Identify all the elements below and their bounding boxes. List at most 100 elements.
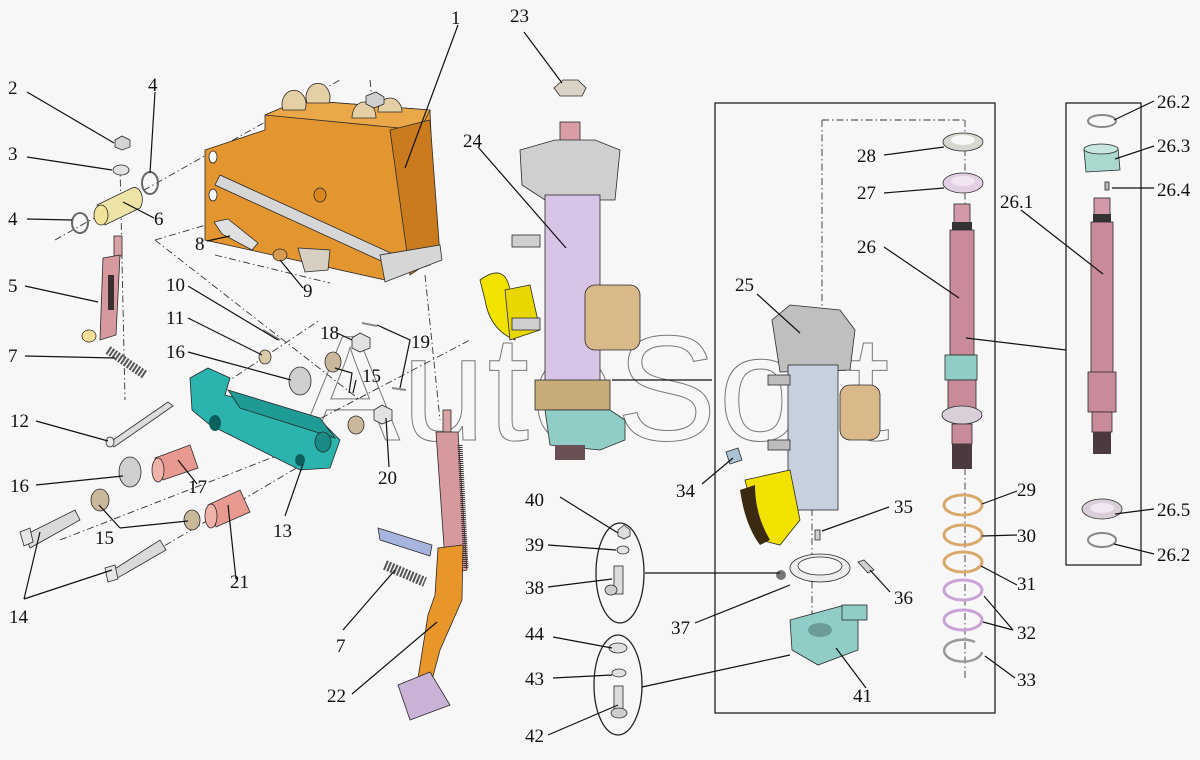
callout-41: 41: [853, 686, 872, 707]
part-bushing-26-3: [1083, 143, 1121, 173]
callout-14: 14: [9, 607, 29, 628]
callout-25: 25: [735, 275, 754, 296]
part-bolt-38: [604, 565, 624, 596]
part-bushing-9: [272, 248, 288, 262]
part-bearing-27: [942, 172, 984, 194]
callout-1: 1: [451, 8, 461, 29]
callout-29: 29: [1017, 480, 1036, 501]
part-spring-7b: [383, 560, 427, 587]
part-shaft-26-1: [1087, 197, 1117, 454]
callout-4-top: 4: [148, 75, 158, 96]
callout-26-5: 26.5: [1157, 500, 1190, 521]
part-lever-13: [189, 367, 341, 471]
callout-40: 40: [525, 490, 544, 511]
part-bolt-8: [213, 218, 259, 251]
part-nut-18: [351, 332, 371, 353]
callout-26-2-top: 26.2: [1157, 92, 1190, 113]
callout-10: 10: [166, 275, 185, 296]
callout-19: 19: [411, 332, 430, 353]
callout-26-4: 26.4: [1157, 180, 1191, 201]
callout-34: 34: [676, 481, 696, 502]
part-circlip-26-2b: [1087, 532, 1117, 548]
part-column-24: [479, 121, 641, 460]
part-key-26-4: [1104, 181, 1110, 191]
part-washer-39: [616, 545, 630, 555]
detail-frame-shaft-26: [1065, 102, 1142, 566]
callout-44: 44: [525, 624, 545, 645]
callout-36: 36: [894, 588, 913, 609]
callout-7-bottom: 7: [336, 636, 346, 657]
callout-43: 43: [525, 669, 544, 690]
callout-21: 21: [230, 572, 249, 593]
part-spring-7a: [105, 346, 148, 379]
part-key-35: [814, 529, 821, 541]
callout-group-ellipse-38-40: [595, 522, 645, 624]
part-seal-28: [942, 132, 984, 152]
callout-38: 38: [525, 578, 544, 599]
part-washer-11: [258, 349, 272, 365]
part-rod-5: [81, 235, 123, 343]
part-pin-36: [857, 559, 875, 574]
part-bracket-1: [204, 83, 443, 283]
callout-30: 30: [1017, 526, 1036, 547]
part-shim-31: [942, 550, 984, 574]
callout-33: 33: [1017, 670, 1036, 691]
callout-37: 37: [671, 618, 690, 639]
callout-26-3: 26.3: [1157, 136, 1190, 157]
part-circlip-4b: [71, 212, 89, 234]
callout-32: 32: [1017, 623, 1036, 644]
callout-6: 6: [154, 209, 164, 230]
callout-2: 2: [8, 78, 18, 99]
callout-13: 13: [273, 521, 292, 542]
callout-22: 22: [327, 686, 346, 707]
callout-24: 24: [463, 131, 483, 152]
callout-39: 39: [525, 535, 544, 556]
callout-23: 23: [510, 6, 529, 27]
callout-5: 5: [8, 276, 18, 297]
part-washers-15: [90, 351, 365, 531]
callout-28: 28: [857, 146, 876, 167]
callout-11: 11: [166, 308, 184, 329]
callout-26-2-bottom: 26.2: [1157, 545, 1190, 566]
callout-18: 18: [320, 323, 339, 344]
callout-12: 12: [10, 411, 29, 432]
part-bushing-21: [204, 489, 251, 529]
callout-4-left: 4: [8, 209, 18, 230]
part-cotter-pin-10: [262, 329, 281, 341]
part-shim-29: [942, 493, 984, 517]
part-pedal-rod: [435, 409, 469, 576]
callout-42: 42: [525, 726, 544, 747]
part-clamp-37: [776, 553, 851, 583]
part-pin-12: [105, 401, 174, 448]
part-washer-3: [112, 164, 130, 176]
callout-31: 31: [1017, 574, 1036, 595]
callout-17: 17: [188, 477, 207, 498]
part-shaft-26: [941, 203, 983, 469]
callout-3: 3: [8, 144, 18, 165]
part-rings-32: [942, 578, 984, 632]
part-nut-20: [373, 404, 393, 425]
part-pin-6: [93, 187, 143, 226]
part-nut-23: [553, 79, 587, 97]
part-washers-16: [118, 366, 312, 488]
part-bolt-42: [610, 685, 628, 719]
part-sensor-41: [789, 604, 868, 666]
callout-26: 26: [857, 237, 876, 258]
callout-7-left: 7: [8, 346, 18, 367]
callout-20: 20: [378, 468, 397, 489]
callout-15-mid: 15: [362, 366, 381, 387]
part-bearing-26-5: [1081, 498, 1123, 520]
callout-35: 35: [894, 497, 913, 518]
callout-27: 27: [857, 183, 876, 204]
callout-15-bottom: 15: [95, 528, 114, 549]
callout-9: 9: [303, 281, 313, 302]
part-circlip-33: [942, 638, 984, 663]
detail-frame-shaft-assembly: [714, 102, 996, 714]
part-shim-30: [942, 523, 984, 547]
part-circlip-26-2a: [1087, 114, 1117, 128]
callout-16-bottom: 16: [10, 476, 29, 497]
part-washer-43: [611, 668, 627, 678]
part-nut-40: [617, 524, 631, 540]
